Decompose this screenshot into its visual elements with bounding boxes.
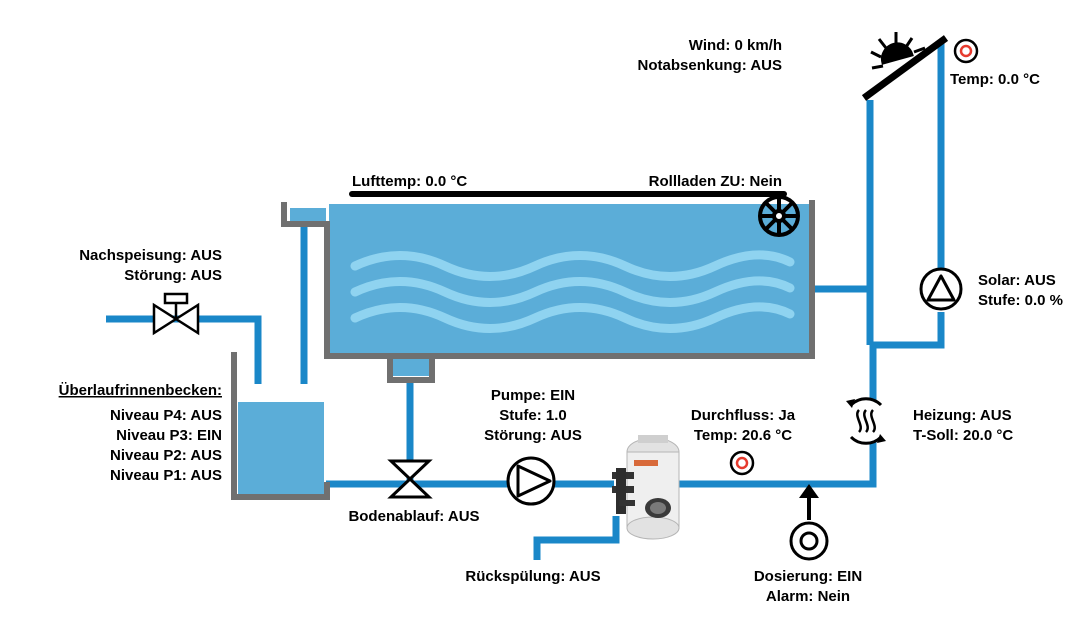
overflow-tank-title: Überlaufrinnenbecken: xyxy=(59,382,222,399)
dosing-icon[interactable] xyxy=(789,484,829,561)
heating-state-label: Heizung: AUS xyxy=(913,407,1012,424)
labels: Wind: 0 km/h Notabsenkung: AUS Temp: 0.0… xyxy=(59,37,1063,605)
sun-icon xyxy=(870,32,926,70)
level-p4-label: Niveau P4: AUS xyxy=(110,407,222,424)
roller-shutter-wheel-icon xyxy=(758,195,800,237)
water-temperature-sensor-icon[interactable] xyxy=(729,450,755,476)
overflow-gutter-water xyxy=(290,208,326,224)
cover-label: Rollladen ZU: Nein xyxy=(649,173,782,190)
refill-fault-label: Störung: AUS xyxy=(124,267,222,284)
dosing-alarm-label: Alarm: Nein xyxy=(766,588,850,605)
pipes xyxy=(106,42,945,560)
heating-setpoint-label: T-Soll: 20.0 °C xyxy=(913,427,1013,444)
setback-label: Notabsenkung: AUS xyxy=(638,57,782,74)
level-p2-label: Niveau P2: AUS xyxy=(110,447,222,464)
backwash-pipe xyxy=(533,516,620,560)
pool xyxy=(281,191,815,383)
refill-valve-icon[interactable] xyxy=(152,292,200,336)
pump-state-label: Pumpe: EIN xyxy=(491,387,575,404)
heat-exchanger-icon[interactable] xyxy=(845,397,887,445)
level-p1-label: Niveau P1: AUS xyxy=(110,467,222,484)
solar-state-label: Solar: AUS xyxy=(978,272,1056,289)
drain-box-water xyxy=(392,356,430,376)
overflow-tank-water xyxy=(238,402,324,496)
pool-waves xyxy=(350,250,795,333)
sand-filter-icon[interactable] xyxy=(612,435,680,540)
level-p3-label: Niveau P3: EIN xyxy=(116,427,222,444)
solar-loop-pipe xyxy=(866,42,945,349)
solar-temp-label: Temp: 0.0 °C xyxy=(950,71,1040,88)
solar-collector xyxy=(861,35,949,101)
flow-state-label: Durchfluss: Ja xyxy=(691,407,796,424)
flow-temp-label: Temp: 20.6 °C xyxy=(694,427,792,444)
pool-walls xyxy=(281,200,815,383)
floor-drain-label: Bodenablauf: AUS xyxy=(348,508,479,525)
pump-fault-label: Störung: AUS xyxy=(484,427,582,444)
circulation-pump-icon[interactable] xyxy=(506,456,556,506)
solar-level-label: Stufe: 0.0 % xyxy=(978,292,1063,309)
air-temp-label: Lufttemp: 0.0 °C xyxy=(352,173,467,190)
pump-level-label: Stufe: 1.0 xyxy=(499,407,567,424)
overflow-tank xyxy=(231,352,330,500)
refill-state-label: Nachspeisung: AUS xyxy=(79,247,222,264)
floor-drain-valve-icon[interactable] xyxy=(387,459,433,499)
dosing-state-label: Dosierung: EIN xyxy=(754,568,862,585)
main-line-right xyxy=(678,345,877,488)
solar-pump-icon[interactable] xyxy=(919,267,963,311)
wind-label: Wind: 0 km/h xyxy=(689,37,782,54)
solar-panel xyxy=(861,32,949,101)
overflow-tank-walls xyxy=(231,352,330,500)
backwash-label: Rückspülung: AUS xyxy=(465,568,600,585)
solar-temperature-sensor-icon[interactable] xyxy=(953,38,979,64)
